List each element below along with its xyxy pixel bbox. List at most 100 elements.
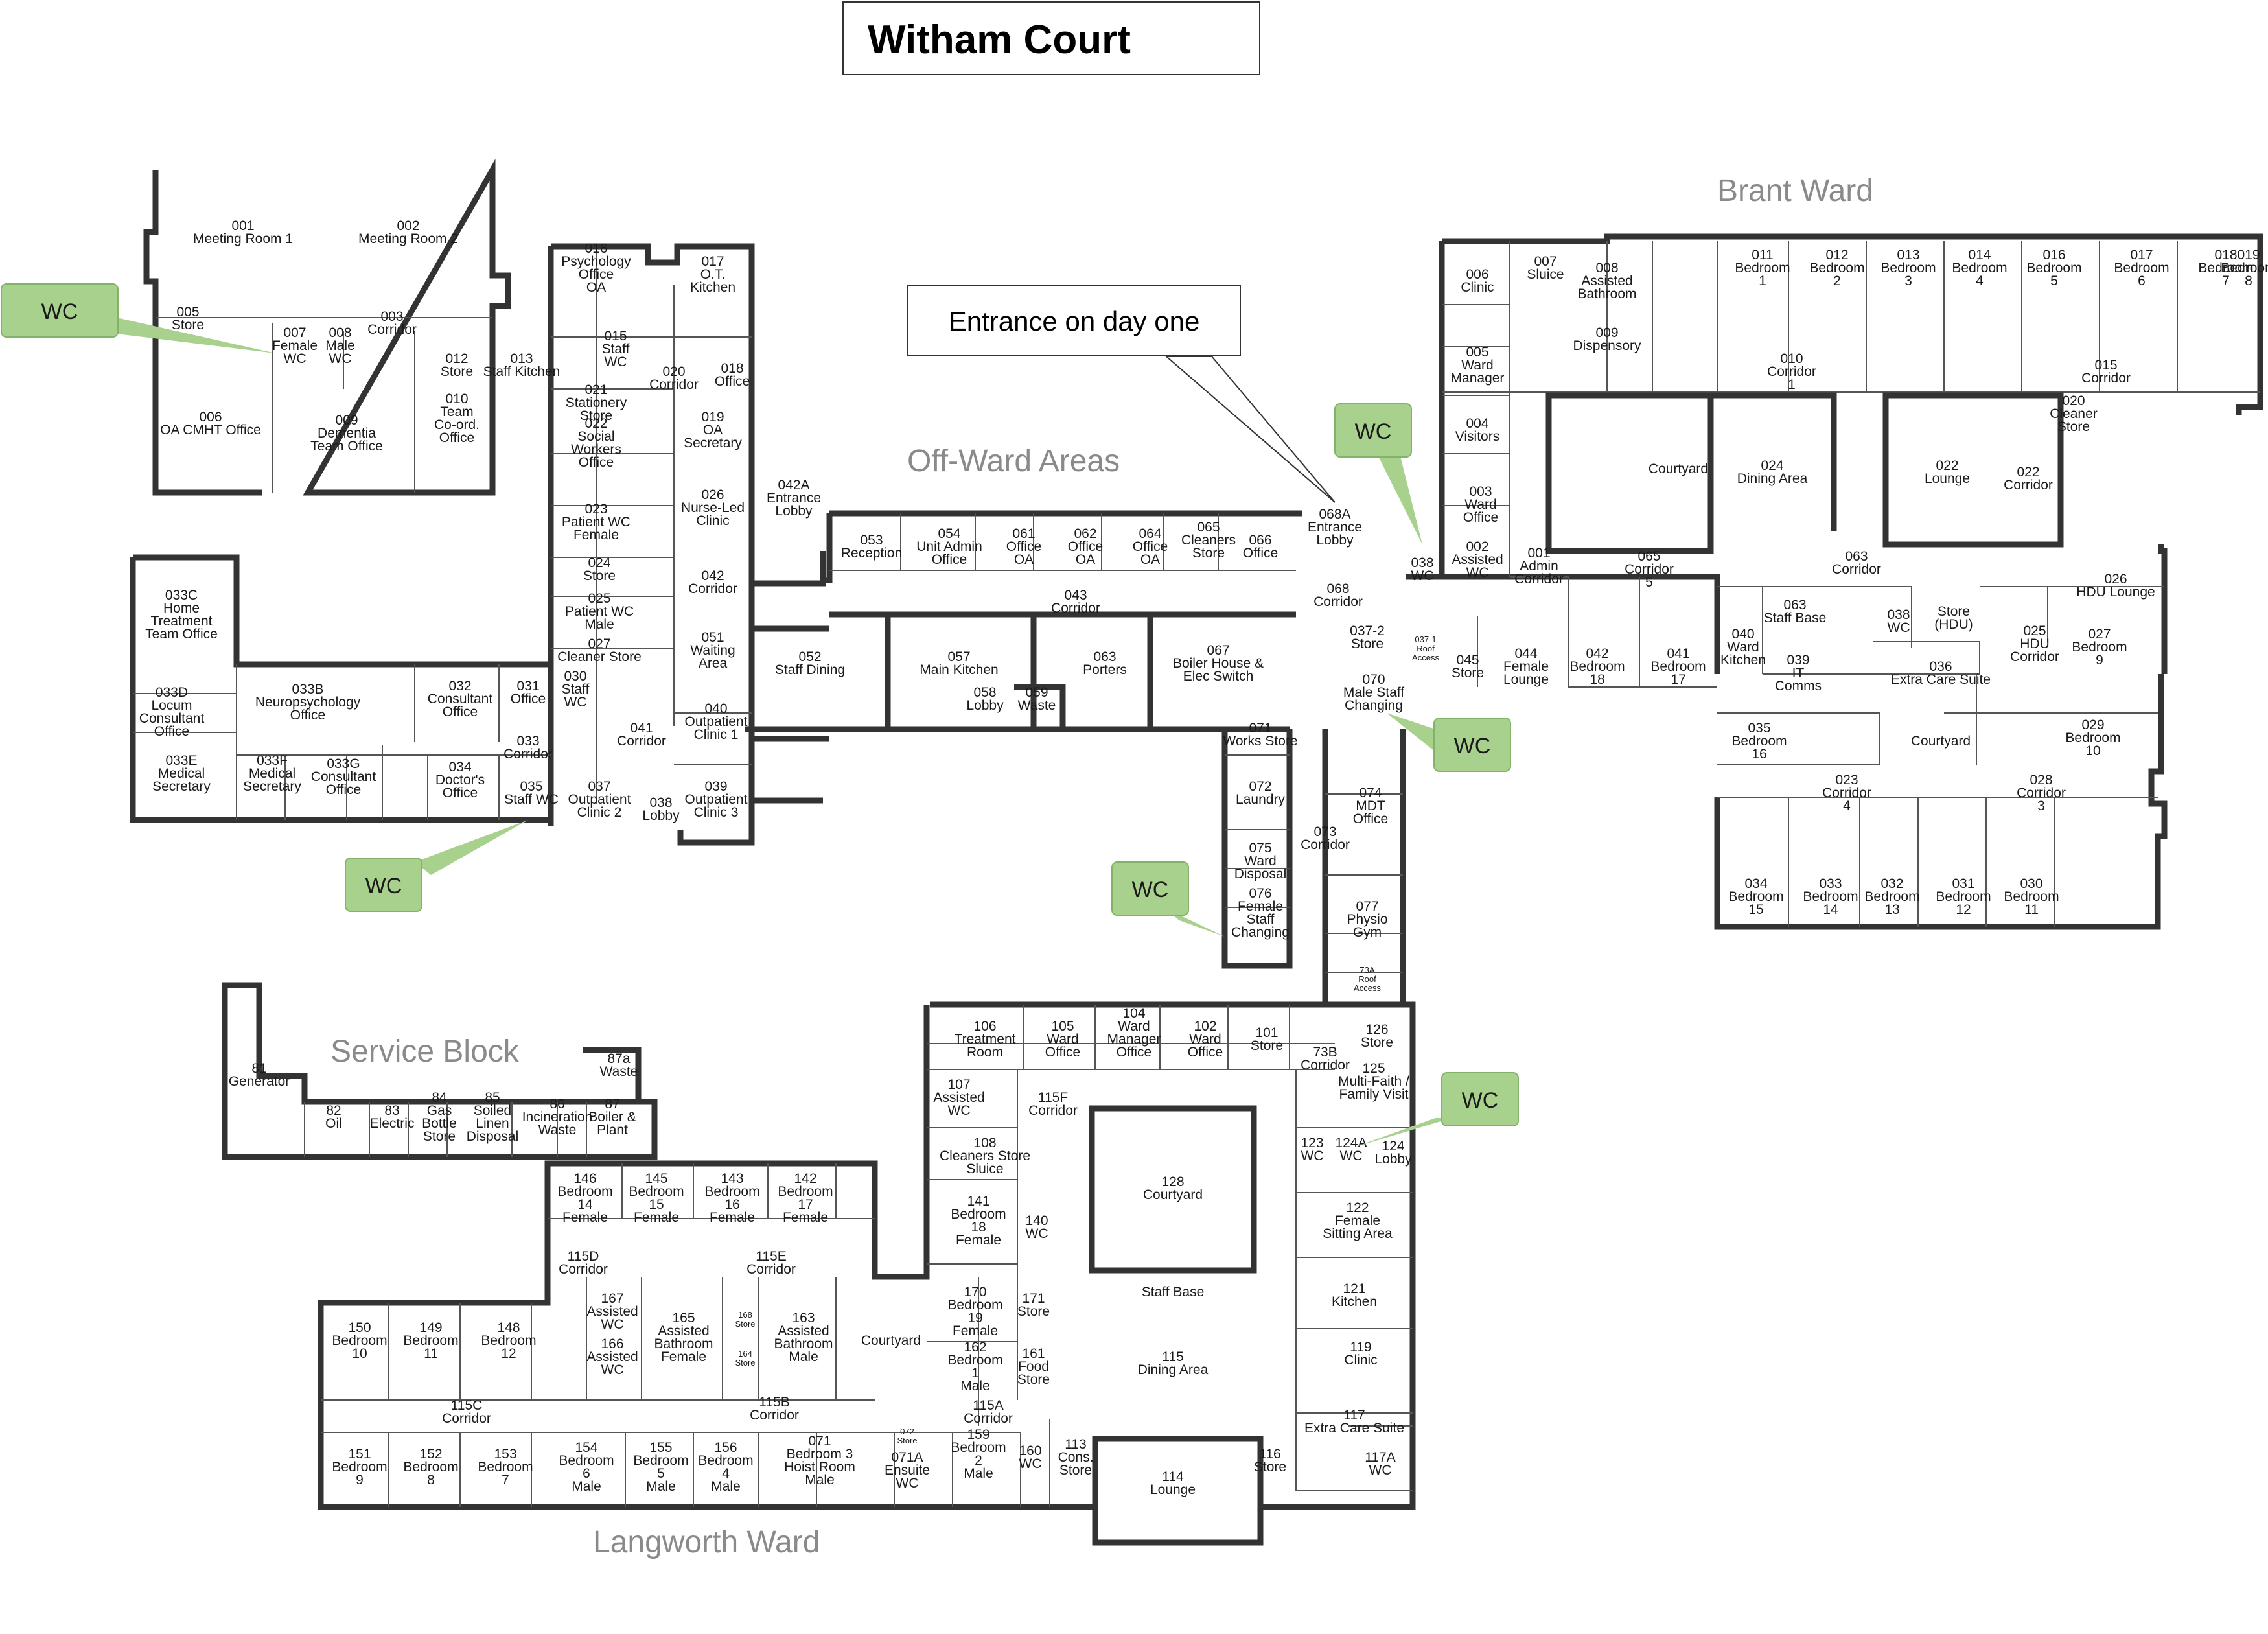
room-label-line: 058 xyxy=(973,685,996,700)
room-label-line: Male xyxy=(584,617,614,632)
room-label-line: 063 xyxy=(1845,549,1868,564)
wc-callout-4[interactable]: WC xyxy=(345,820,528,912)
room-label-line: Bedroom xyxy=(947,1353,1002,1368)
room-label-line: 87a xyxy=(607,1051,630,1066)
room-label-line: Assisted xyxy=(1581,274,1632,288)
room-label-line: 113 xyxy=(1065,1437,1086,1452)
room-label-line: Bedroom xyxy=(1936,889,1991,904)
room-label-line: Female xyxy=(272,338,318,353)
room-label-line: Treatment xyxy=(151,614,213,629)
entrance-note-box: Entrance on day one xyxy=(907,285,1241,356)
room-label-line: Secretary xyxy=(243,779,301,794)
room-label-line: 066 xyxy=(1249,533,1271,548)
room-label-line: Store xyxy=(1254,1460,1286,1475)
room-label-line: Kitchen xyxy=(1332,1294,1377,1309)
room-label-line: 071 xyxy=(1249,721,1271,736)
room-label-line: Assisted xyxy=(933,1090,984,1105)
wc-callout-3[interactable]: WC xyxy=(1387,713,1511,772)
page-title: Witham Court xyxy=(868,18,1131,62)
wc-callout-1[interactable]: WC xyxy=(1,283,275,353)
room-label-line: Store xyxy=(1938,604,1970,619)
room-label-line: Food xyxy=(1018,1359,1049,1374)
room-label-line: Locum xyxy=(151,698,192,713)
room-label-line: Cleaners xyxy=(1181,533,1236,548)
room-label-line: Corridor xyxy=(1514,572,1564,587)
room-label-line: Porters xyxy=(1083,662,1127,677)
room-label-line: WC xyxy=(1466,565,1489,580)
wc-callout-2[interactable]: WC xyxy=(1334,403,1422,544)
wc-callout-6[interactable]: WC xyxy=(1354,1072,1519,1147)
room-label-line: Bedroom xyxy=(1728,889,1783,904)
room-label-line: 040 xyxy=(704,701,727,716)
room-label-line: 030 xyxy=(2020,876,2042,891)
room-label-line: Doctor's xyxy=(435,773,485,788)
room-label-line: 4 xyxy=(1843,799,1851,813)
room-label-line: 128 xyxy=(1161,1174,1184,1189)
room-label-line: 077 xyxy=(1356,899,1378,914)
room-label-line: Store xyxy=(735,1319,755,1329)
room-label-line: 039 xyxy=(1787,653,1809,668)
room-label-line: 043 xyxy=(1064,588,1087,603)
room-label-line: Dining Area xyxy=(1737,471,1808,486)
room-label-line: Cleaner xyxy=(2050,406,2098,421)
room-label-line: 016 xyxy=(584,241,607,256)
room-label-line: 020 xyxy=(662,364,685,379)
room-label-line: 012 xyxy=(445,351,468,366)
room-label-line: Bedroom xyxy=(633,1453,688,1468)
room-label-line: Extra Care Suite xyxy=(1891,672,1991,687)
room-label-line: Main Kitchen xyxy=(920,662,998,677)
room-label-line: 159 xyxy=(967,1427,989,1442)
room-label-line: Cleaner Store xyxy=(557,649,642,664)
room-label-line: Office xyxy=(326,782,361,797)
room-label-line: Meeting Room 2 xyxy=(358,231,458,246)
room-label-line: Male xyxy=(572,1479,601,1494)
wc-callout-5[interactable]: WC xyxy=(1111,861,1225,937)
room-label-line: 051 xyxy=(701,630,724,645)
room-label-line: Store xyxy=(1251,1038,1283,1053)
room-label-line: Courtyard xyxy=(1911,734,1971,749)
room-label-line: 019 xyxy=(2237,248,2260,263)
room-label-line: 8 xyxy=(427,1473,435,1488)
room-label-line: 165 xyxy=(672,1311,695,1325)
room-label-line: Nurse-Led xyxy=(681,500,745,515)
room-label-line: 022 xyxy=(584,416,607,431)
room-label-line: 024 xyxy=(588,555,610,570)
room-label-line: Lobby xyxy=(775,504,813,519)
room-label-line: 18 xyxy=(971,1220,986,1235)
room-label-line: 2 xyxy=(1833,274,1841,288)
room-label-line: 14 xyxy=(577,1197,593,1212)
room-label-line: Corridor xyxy=(2017,786,2066,800)
room-label-line: Disposal xyxy=(1234,867,1287,881)
room-label-line: 151 xyxy=(348,1447,371,1462)
room-label-line: Area xyxy=(699,656,728,671)
room-label-line: Roof xyxy=(1358,974,1376,984)
room-label-line: 83 xyxy=(384,1103,399,1118)
room-label-line: 035 xyxy=(520,779,542,794)
